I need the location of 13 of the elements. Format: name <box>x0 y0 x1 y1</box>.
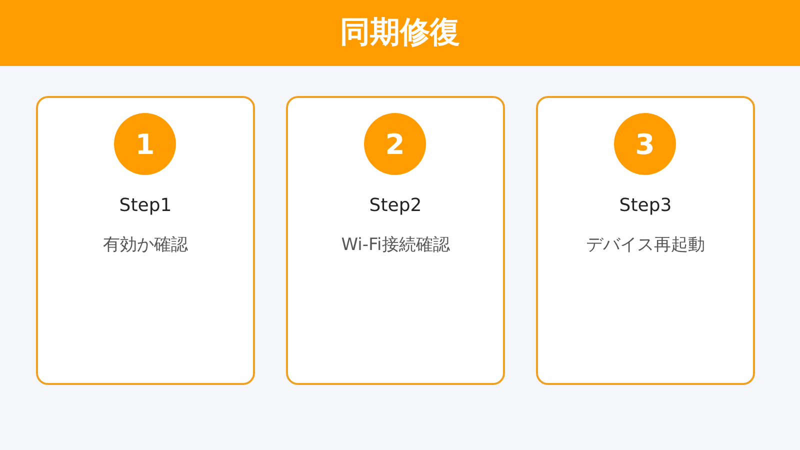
step-card <box>286 96 505 385</box>
step-description: Wi-Fi接続確認 <box>341 234 450 257</box>
step-heading: Step2 <box>369 194 422 218</box>
step-card <box>536 96 755 385</box>
step-heading: Step3 <box>619 194 672 218</box>
step-description: デバイス再起動 <box>586 234 705 257</box>
number-circle: 1 <box>114 113 176 175</box>
step-description: 有効か確認 <box>103 234 188 257</box>
step-card <box>36 96 255 385</box>
number-circle: 3 <box>614 113 676 175</box>
number-circle: 2 <box>364 113 426 175</box>
step-heading: Step1 <box>119 194 172 218</box>
title-banner: 同期修復 <box>0 0 800 66</box>
